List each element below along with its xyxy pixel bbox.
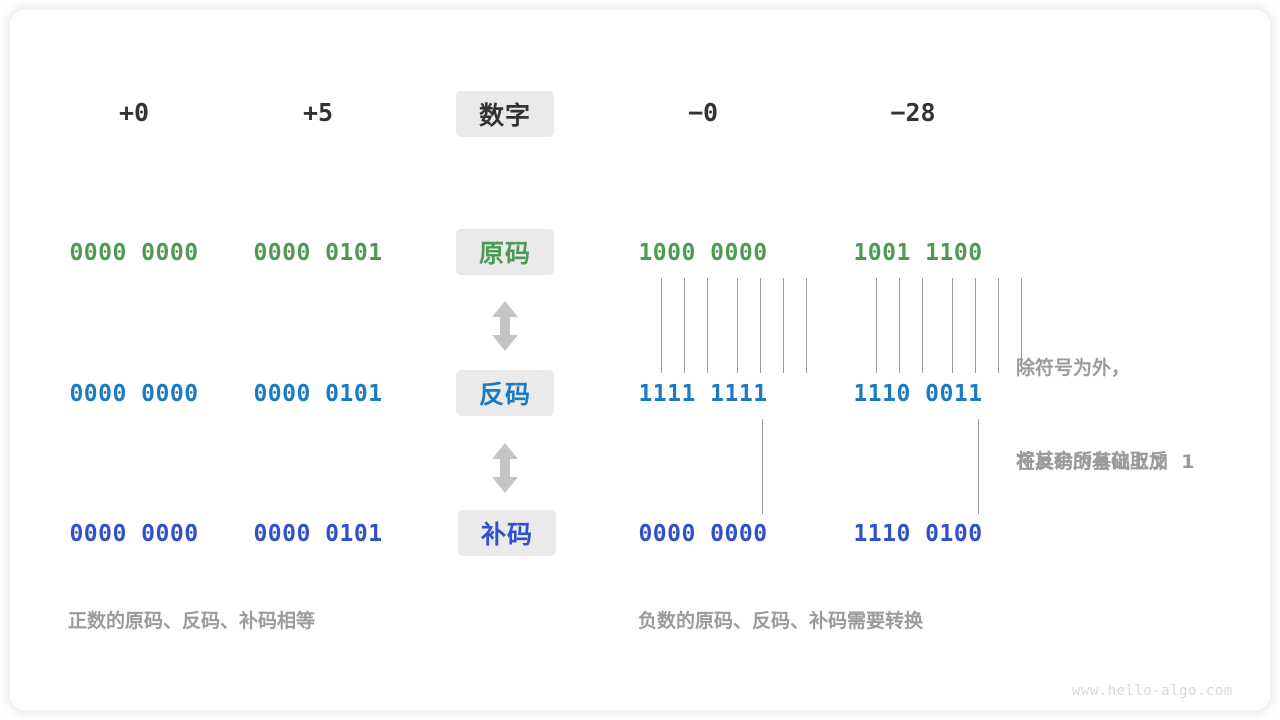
bits-minus-zero-ones-complement: 1111 1111 (638, 381, 768, 407)
note-invert-bits: 除符号为外， 将其余所有位取反 (1016, 291, 1168, 539)
invert-line (760, 278, 761, 373)
note-invert-bits-line1: 除符号为外， (1016, 357, 1131, 379)
invert-line (998, 278, 999, 373)
caption-negative: 负数的原码、反码、补码需要转换 (638, 610, 924, 632)
invert-line (661, 278, 662, 373)
invert-line (922, 278, 923, 373)
add-one-line (978, 419, 979, 514)
invert-line (684, 278, 685, 373)
invert-line (975, 278, 976, 373)
add-one-line (762, 419, 763, 514)
bits-plus-five-twos-complement: 0000 0101 (253, 521, 383, 547)
double-arrow-icon (488, 442, 522, 499)
row-label-number: 数字 (456, 91, 554, 137)
row-label-sign-magnitude: 原码 (456, 229, 554, 275)
row-label-ones-complement: 反码 (456, 370, 554, 416)
row-label-twos-complement: 补码 (458, 510, 556, 556)
column-header-minus-twentyeight: −28 (890, 98, 936, 127)
invert-line (952, 278, 953, 373)
bits-plus-zero-ones-complement: 0000 0000 (69, 381, 199, 407)
column-header-plus-zero: +0 (118, 98, 150, 127)
invert-line (783, 278, 784, 373)
double-arrow-icon (488, 300, 522, 357)
bits-minus-zero-twos-complement: 0000 0000 (638, 521, 768, 547)
invert-line (1021, 278, 1022, 373)
bits-plus-zero-sign-magnitude: 0000 0000 (69, 240, 199, 266)
bits-plus-five-sign-magnitude: 0000 0101 (253, 240, 383, 266)
invert-line (806, 278, 807, 373)
invert-line (737, 278, 738, 373)
bits-minus-twentyeight-ones-complement: 1110 0011 (853, 381, 983, 407)
diagram-card: +0 +5 −0 −28 数字 0000 0000 0000 0101 1000… (10, 10, 1270, 710)
note-add-one: 在反码的基础上加 1 (1016, 451, 1195, 473)
column-header-plus-five: +5 (302, 98, 334, 127)
watermark: www.hello-algo.com (1072, 683, 1233, 699)
bits-minus-twentyeight-twos-complement: 1110 0100 (853, 521, 983, 547)
bits-minus-twentyeight-sign-magnitude: 1001 1100 (853, 240, 983, 266)
invert-line (707, 278, 708, 373)
bits-plus-zero-twos-complement: 0000 0000 (69, 521, 199, 547)
column-header-minus-zero: −0 (687, 98, 719, 127)
invert-line (899, 278, 900, 373)
bits-plus-five-ones-complement: 0000 0101 (253, 381, 383, 407)
note-invert-bits-line2: 将其余所有位取反 (1016, 450, 1169, 472)
caption-positive: 正数的原码、反码、补码相等 (68, 610, 316, 632)
invert-line (876, 278, 877, 373)
bits-minus-zero-sign-magnitude: 1000 0000 (638, 240, 768, 266)
